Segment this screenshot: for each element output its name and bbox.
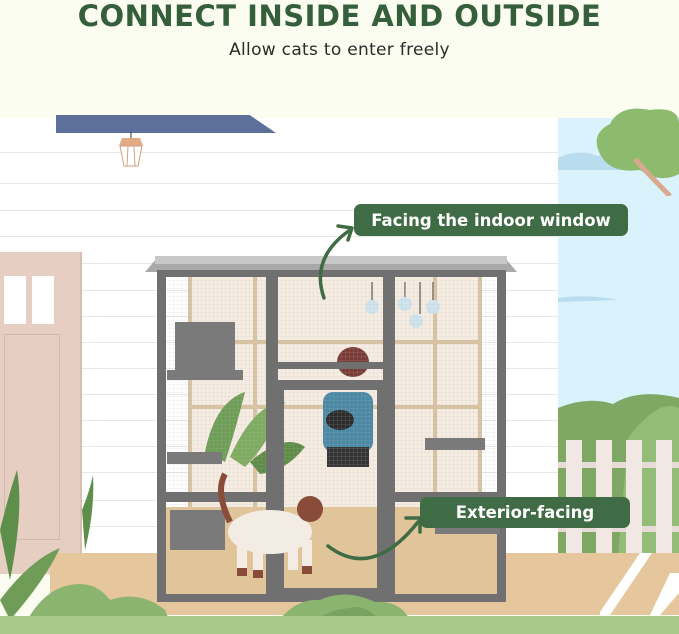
callout-exterior-facing: Exterior-facing (420, 497, 630, 528)
siamese-cat (218, 472, 323, 578)
curved-arrow-right-icon (326, 516, 422, 561)
deck-stripes (600, 553, 679, 615)
headline-subtitle: Allow cats to enter freely (229, 40, 450, 60)
door-panel (4, 334, 60, 540)
door-window (4, 276, 26, 324)
door-window (32, 276, 54, 324)
lantern-icon (119, 132, 143, 167)
tree-icon (596, 108, 679, 196)
cat-shelves (167, 322, 500, 550)
porch-roof (56, 115, 276, 133)
cat-enclosure (145, 256, 517, 602)
curved-arrow-up-icon (318, 224, 354, 300)
headline-title: CONNECT INSIDE AND OUTSIDE (77, 0, 602, 33)
lawn (0, 616, 679, 634)
callout-indoor-window: Facing the indoor window (354, 204, 628, 236)
